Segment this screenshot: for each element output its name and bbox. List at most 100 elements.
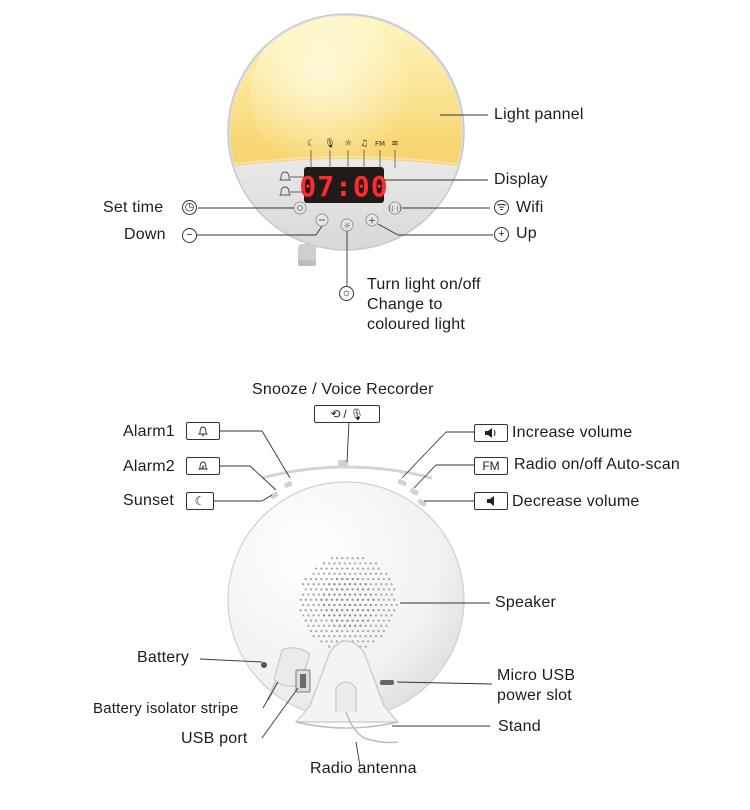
up-label: Up [516, 225, 537, 242]
speaker-hole [369, 593, 372, 596]
speaker-hole [317, 635, 320, 638]
light-toggle-sun-icon: ☼ [339, 286, 354, 301]
speaker-hole [372, 588, 375, 591]
light-toggle-line-1: Turn light on/off [367, 276, 481, 293]
speaker-hole [317, 572, 320, 575]
speaker-hole [372, 598, 375, 601]
speaker-hole [322, 572, 326, 575]
speaker-hole [348, 572, 352, 575]
speaker-hole [320, 567, 323, 570]
speaker-hole [380, 624, 383, 627]
speaker-hole [356, 619, 359, 622]
speaker-hole [312, 624, 315, 627]
speaker-hole [302, 603, 305, 607]
sunset-label: Sunset [123, 492, 175, 509]
speaker-hole [367, 567, 370, 570]
alarm2-button[interactable] [270, 491, 279, 499]
speaker-hole [364, 614, 367, 617]
speaker-hole [304, 577, 307, 581]
radio-antenna [345, 711, 399, 744]
bell-2-icon [279, 186, 291, 196]
speaker-hole [377, 609, 380, 612]
speaker-hole [325, 588, 328, 591]
speaker-hole [359, 593, 362, 596]
speaker-hole [356, 629, 359, 633]
speaker-hole [361, 609, 365, 612]
back-leader-lines [199, 421, 493, 767]
speaker-hole [343, 603, 346, 607]
speaker-hole [369, 572, 372, 575]
increase-volume-speaker-icon [474, 424, 508, 442]
light-glow [250, 15, 410, 175]
speaker-hole [348, 583, 352, 586]
front-set-time-button[interactable] [293, 201, 307, 215]
front-wifi-button[interactable] [388, 201, 402, 215]
speaker-hole [359, 635, 362, 638]
speaker-hole [320, 598, 323, 601]
speaker-hole [354, 624, 357, 627]
speaker-hole [390, 614, 393, 617]
panel-edge [228, 156, 464, 167]
speaker-grille [299, 557, 398, 653]
speaker-hole [299, 598, 302, 601]
speaker-hole [359, 572, 362, 575]
increase-volume-button[interactable] [397, 478, 407, 487]
speaker-hole [343, 572, 346, 575]
micro-usb-slot[interactable] [380, 680, 394, 685]
speaker-hole [385, 572, 388, 575]
speaker-hole [351, 588, 354, 591]
speaker-hole [299, 609, 302, 612]
speaker-hole [346, 567, 349, 570]
speaker-hole [330, 609, 333, 612]
speaker-hole [315, 598, 318, 601]
speaker-hole [374, 593, 378, 596]
speaker-hole [359, 603, 362, 607]
speaker-hole [304, 598, 307, 601]
alarm1-label: Alarm1 [123, 423, 175, 440]
speaker-hole [335, 557, 339, 560]
speaker-hole [359, 624, 362, 627]
speaker-hole [380, 593, 383, 596]
speaker-hole [328, 645, 331, 648]
front-up-button[interactable] [365, 213, 379, 227]
speaker-hole [348, 614, 352, 617]
snooze-key-separator: / [343, 407, 347, 421]
speaker-hole [356, 640, 359, 643]
speaker-hole [328, 624, 331, 627]
speaker-hole [382, 577, 385, 581]
decrease-volume-button[interactable] [417, 498, 427, 507]
front-foot-left-base [298, 260, 316, 266]
speaker-hole [322, 593, 326, 596]
speaker-hole [351, 598, 354, 601]
speaker-hole [348, 593, 352, 596]
speaker-hole [390, 603, 393, 607]
light-toggle-line-3: coloured light [367, 316, 465, 333]
alarm2-label: Alarm2 [123, 458, 175, 475]
alarm1-button[interactable] [284, 480, 293, 488]
speaker-hole [351, 629, 354, 633]
snooze-loop-icon: ⟲ [330, 407, 341, 421]
speaker-hole [335, 629, 339, 633]
speaker-hole [320, 619, 323, 622]
speaker-hole [372, 629, 375, 633]
speaker-hole [361, 557, 365, 560]
speaker-hole [325, 598, 328, 601]
speaker-hole [315, 629, 318, 633]
speaker-hole [356, 567, 359, 570]
speaker-hole [374, 624, 378, 627]
speaker-hole [312, 614, 315, 617]
speaker-hole [382, 588, 385, 591]
speaker-hole [315, 567, 318, 570]
snooze-button[interactable] [338, 460, 348, 466]
speaker-hole [385, 614, 388, 617]
front-outline [227, 13, 465, 251]
radio-button[interactable] [409, 487, 419, 496]
stand-bottom [295, 721, 399, 729]
speaker-hole [330, 640, 333, 643]
plus-icon: + [368, 216, 376, 227]
up-plus-icon: + [494, 227, 509, 242]
speaker-hole [341, 598, 344, 601]
speaker-hole [335, 640, 339, 643]
speaker-hole [328, 593, 331, 596]
speaker-hole [343, 583, 346, 586]
